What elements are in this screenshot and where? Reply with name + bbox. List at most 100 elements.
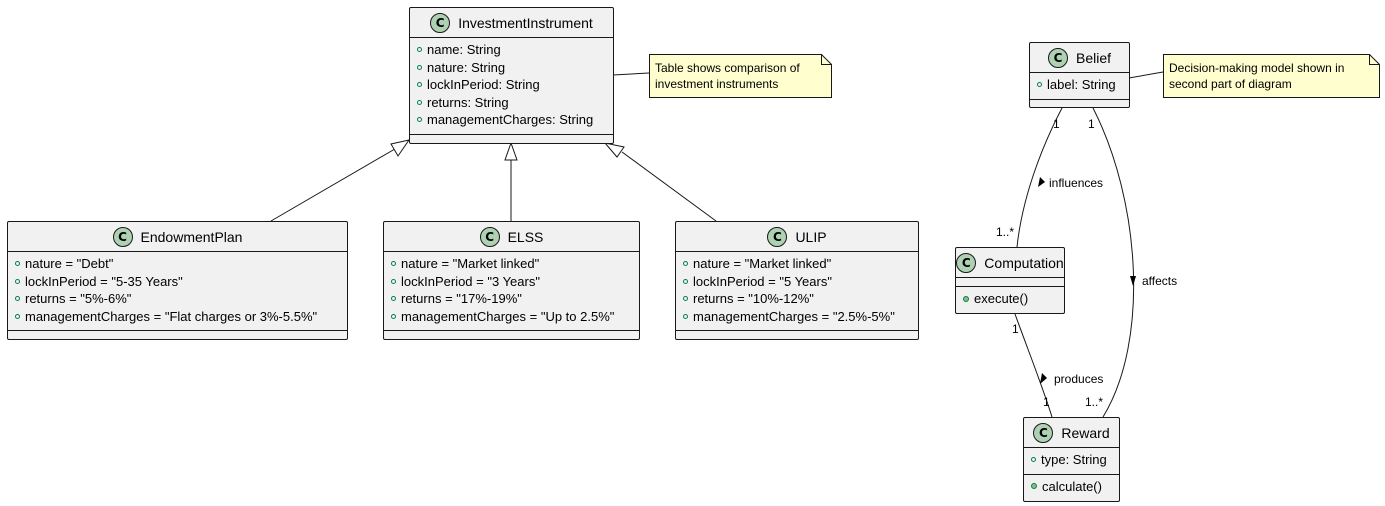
attribute-row: nature = "Market linked" [676,255,918,273]
class-c-icon: C [1047,47,1068,68]
class-header: C ULIP [676,222,918,252]
class-c-icon: C [767,226,788,247]
public-visibility-icon [391,296,396,302]
methods-section: execute() [956,287,1064,313]
attribute-row: lockInPeriod = "5 Years" [676,273,918,291]
class-c-icon: C [956,252,977,273]
note-shape [1163,54,1380,98]
produces-direction-arrow [1040,373,1047,384]
methods-section: calculate() [1024,475,1119,501]
association-produces [1014,313,1053,418]
produces-target-multiplicity: 1 [1043,395,1050,409]
class-name: Belief [1075,49,1112,66]
attribute-row: lockInPeriod: String [410,76,613,94]
note-shape [649,54,832,98]
public-visibility-icon [391,313,396,319]
public-method-icon [963,295,969,302]
class-name: Reward [1061,424,1110,441]
attribute-row: label: String [1030,76,1129,94]
attributes-section [956,278,1064,287]
class-c-icon: C [479,226,500,247]
attributes-section: nature = "Market linked" lockInPeriod = … [676,252,918,331]
class-c-icon: C [1033,422,1054,443]
class-endowment-plan[interactable]: C EndowmentPlan nature = "Debt" lockInPe… [7,221,348,340]
public-visibility-icon [391,278,396,284]
public-visibility-icon [417,82,422,88]
influences-label: influences [1049,176,1104,190]
generalization-ulip [603,142,717,222]
affects-target-multiplicity: 1..* [1085,395,1104,409]
methods-section [410,135,613,143]
public-method-icon [1031,483,1037,490]
attribute-row: returns = "10%-12%" [676,290,918,308]
attribute-row: returns: String [410,94,613,112]
methods-section [1030,100,1129,108]
public-visibility-icon [1037,82,1042,88]
public-visibility-icon [417,117,422,123]
attribute-row: managementCharges = "Up to 2.5%" [384,308,639,326]
method-row: execute() [956,290,1064,308]
note-table-comparison[interactable]: Table shows comparison of investment ins… [649,54,832,98]
class-elss[interactable]: C ELSS nature = "Market linked" lockInPe… [383,221,640,340]
influences-direction-arrow [1038,177,1045,187]
attribute-row: managementCharges: String [410,111,613,129]
attribute-row: name: String [410,41,613,59]
public-visibility-icon [15,296,20,302]
class-header: C EndowmentPlan [8,222,347,252]
methods-section [384,331,639,339]
class-name: Computation [984,254,1064,271]
attribute-row: nature: String [410,59,613,77]
class-name: EndowmentPlan [140,228,243,245]
public-visibility-icon [683,261,688,267]
note-text: Table shows comparison of investment ins… [655,61,800,91]
class-c-icon: C [430,12,451,33]
class-header: C InvestmentInstrument [410,8,613,38]
class-header: C Belief [1030,43,1129,73]
attribute-row: returns = "5%-6%" [8,290,347,308]
influences-target-multiplicity: 1..* [996,225,1015,239]
generalization-elss [504,141,518,221]
public-visibility-icon [683,296,688,302]
class-header: C Computation [956,248,1064,278]
class-belief[interactable]: C Belief label: String [1029,42,1130,108]
attribute-row: nature = "Market linked" [384,255,639,273]
public-visibility-icon [15,313,20,319]
note-connector-model [1128,71,1164,79]
class-computation[interactable]: C Computation execute() [955,247,1065,314]
attributes-section: nature = "Market linked" lockInPeriod = … [384,252,639,331]
affects-direction-arrow [1130,276,1136,286]
public-visibility-icon [417,47,422,53]
attributes-section: type: String [1024,448,1119,475]
attribute-row: type: String [1024,451,1119,469]
attribute-row: managementCharges = "2.5%-5%" [676,308,918,326]
note-decision-model[interactable]: Decision-making model shown in second pa… [1163,54,1380,98]
attributes-section: nature = "Debt" lockInPeriod = "5-35 Yea… [8,252,347,331]
class-ulip[interactable]: C ULIP nature = "Market linked" lockInPe… [675,221,919,340]
class-name: ELSS [507,228,544,245]
affects-source-multiplicity: 1 [1088,117,1095,131]
association-influences [1016,107,1063,248]
attribute-row: lockInPeriod = "5-35 Years" [8,273,347,291]
note-text: Decision-making model shown in second pa… [1169,61,1345,91]
influences-source-multiplicity: 1 [1053,117,1060,131]
public-visibility-icon [683,313,688,319]
attribute-row: lockInPeriod = "3 Years" [384,273,639,291]
public-visibility-icon [1031,457,1036,463]
attributes-section: label: String [1030,73,1129,100]
class-reward[interactable]: C Reward type: String calculate() [1023,417,1120,502]
class-header: C ELSS [384,222,639,252]
public-visibility-icon [15,278,20,284]
affects-label: affects [1142,274,1178,288]
public-visibility-icon [391,261,396,267]
association-affects [1092,107,1135,418]
attributes-section: name: String nature: String lockInPeriod… [410,38,613,135]
method-row: calculate() [1024,478,1119,496]
class-c-icon: C [112,226,133,247]
methods-section [676,331,918,339]
class-investment-instrument[interactable]: C InvestmentInstrument name: String natu… [409,7,614,144]
note-connector-table [612,72,650,76]
public-visibility-icon [417,64,422,70]
class-header: C Reward [1024,418,1119,448]
class-name: ULIP [795,228,827,245]
